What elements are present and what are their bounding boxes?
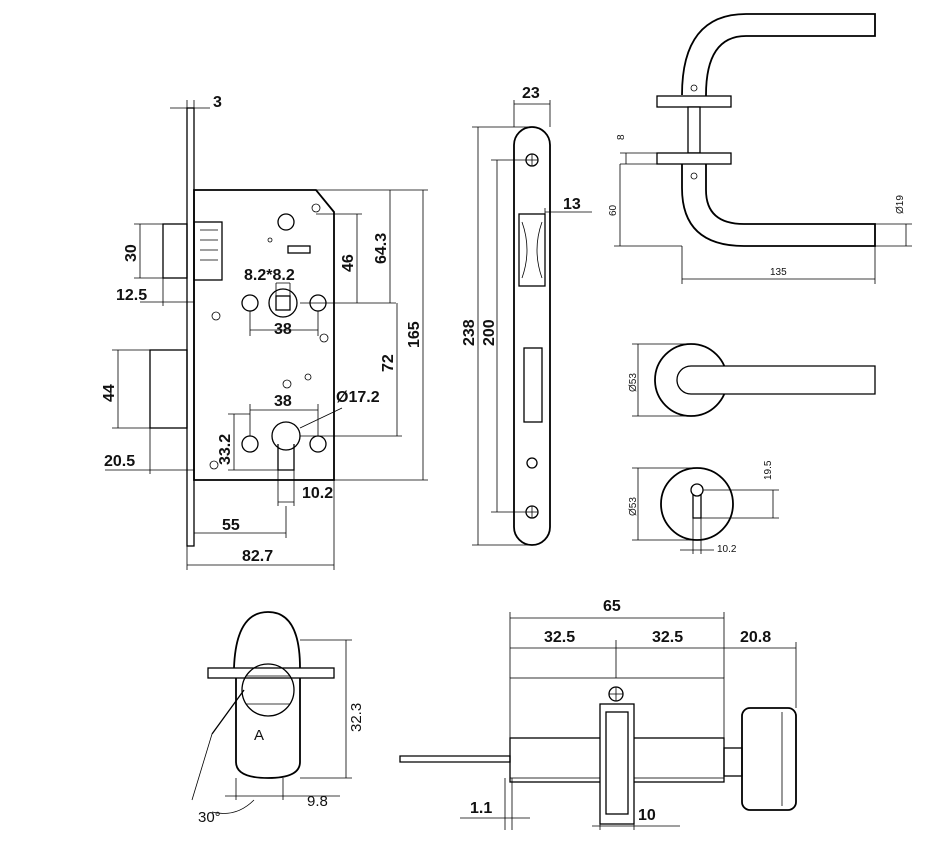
key-stem bbox=[399, 755, 511, 763]
escutcheon bbox=[660, 467, 734, 541]
cylinder-slot bbox=[277, 444, 295, 471]
cylinder-plug bbox=[241, 663, 295, 717]
thumbturn-shaft bbox=[723, 747, 743, 777]
dim-cam-offset: 9.8 bbox=[307, 793, 328, 810]
dim-backset: 55 bbox=[222, 517, 240, 534]
bolt-slot bbox=[523, 347, 543, 423]
dim-cam-width: 10 bbox=[638, 807, 656, 824]
handle-rose-front-view: Ø53 bbox=[628, 343, 876, 417]
dim-cylinder-fix-spacing: 38 bbox=[274, 393, 292, 410]
dim-deadbolt-height: 44 bbox=[101, 384, 118, 402]
lever-top bbox=[681, 13, 876, 96]
lock-body-view bbox=[149, 107, 335, 547]
dim-handle-drop: 60 bbox=[608, 204, 619, 216]
pin-2 bbox=[267, 237, 273, 243]
cylinder-hole bbox=[271, 421, 301, 451]
rose-bottom bbox=[656, 152, 732, 165]
top-fix-hole bbox=[277, 213, 295, 231]
lever-front bbox=[676, 365, 876, 395]
dim-cylinder-hole-height: 33.2 bbox=[217, 434, 234, 465]
lock-case bbox=[193, 189, 335, 481]
dim-keyhole-width: 10.2 bbox=[717, 544, 737, 555]
dim-strike-width: 23 bbox=[522, 85, 540, 102]
dim-cylinder-width: 10.2 bbox=[302, 485, 333, 502]
latch-spring bbox=[200, 229, 218, 261]
screw-1 bbox=[211, 311, 221, 321]
lock-body-dimensions: 3 30 12.5 44 20.5 8.2*8.2 38 46 64.3 165… bbox=[101, 94, 428, 570]
dim-hole-diameter: Ø17.2 bbox=[336, 389, 380, 406]
strike-plate bbox=[513, 126, 551, 546]
dim-thumbturn-length: 20.8 bbox=[740, 629, 771, 646]
dim-half-left: 32.5 bbox=[544, 629, 575, 646]
dim-body-height: 165 bbox=[406, 321, 423, 348]
dim-flange: 1.1 bbox=[470, 800, 492, 817]
slot-detail bbox=[287, 245, 311, 254]
cam-inner bbox=[605, 711, 629, 815]
cam bbox=[599, 703, 635, 825]
dim-escutcheon-diameter: Ø53 bbox=[628, 497, 639, 516]
faceplate bbox=[186, 107, 195, 547]
cylinder-profile-view: A bbox=[207, 611, 335, 779]
cam-bar bbox=[207, 667, 335, 679]
dead-bolt bbox=[149, 349, 188, 429]
cylinder-side-dimensions: 65 32.5 32.5 20.8 1.1 10 bbox=[460, 598, 797, 830]
dim-faceplate-thickness: 3 bbox=[213, 94, 222, 111]
screw-bottom bbox=[690, 172, 698, 180]
strike-pin bbox=[526, 457, 538, 469]
keyhole-slot bbox=[692, 494, 702, 519]
latch-housing bbox=[193, 221, 223, 281]
cylinder-profile-dimensions: 32.3 9.8 30° bbox=[191, 639, 365, 826]
screw-4 bbox=[311, 203, 321, 213]
dim-centre-distance: 72 bbox=[380, 354, 397, 372]
screw-2 bbox=[319, 333, 329, 343]
dim-rose-thickness: 8 bbox=[616, 134, 627, 140]
follower-fix-hole-left bbox=[241, 294, 259, 312]
dim-strike-fix-spacing: 200 bbox=[481, 319, 498, 346]
dim-follower-to-top: 64.3 bbox=[373, 233, 390, 264]
cylinder-profile bbox=[233, 611, 301, 779]
dim-deadbolt-projection: 20.5 bbox=[104, 453, 135, 470]
dim-half-right: 32.5 bbox=[652, 629, 683, 646]
dim-profile-height: 32.3 bbox=[348, 703, 365, 732]
dim-spindle: 8.2*8.2 bbox=[244, 267, 295, 284]
dim-spindle-to-top: 46 bbox=[340, 254, 357, 272]
dim-keyhole-offset: 19.5 bbox=[763, 460, 774, 480]
dim-cam-angle: 30° bbox=[198, 809, 221, 826]
screw-3 bbox=[282, 379, 292, 389]
brand-mark: A bbox=[254, 727, 264, 744]
rose-top bbox=[656, 95, 732, 108]
thumbturn bbox=[741, 707, 797, 811]
pin-1 bbox=[304, 373, 312, 381]
cylinder-fix-hole-left bbox=[241, 435, 259, 453]
follower-square bbox=[275, 295, 291, 311]
dim-latch-height: 30 bbox=[123, 244, 140, 262]
handle-side-dimensions: 8 60 Ø19 135 bbox=[608, 134, 912, 284]
dim-latch-projection: 12.5 bbox=[116, 287, 147, 304]
dim-slot-width: 13 bbox=[563, 196, 581, 213]
dim-rose-diameter: Ø53 bbox=[628, 373, 639, 392]
handle-side-view bbox=[656, 13, 876, 247]
screw-5 bbox=[209, 460, 219, 470]
strike-plate-view bbox=[513, 126, 551, 546]
dim-body-depth: 82.7 bbox=[242, 548, 273, 565]
strike-plate-dimensions: 23 13 238 200 bbox=[461, 85, 592, 546]
dim-follower-fix-spacing: 38 bbox=[274, 321, 292, 338]
latch-bolt bbox=[162, 223, 188, 279]
spindle-shaft bbox=[687, 106, 701, 154]
dim-handle-length: 135 bbox=[770, 267, 787, 278]
escutcheon-view: Ø53 19.5 10.2 bbox=[628, 460, 779, 555]
cam-tail bbox=[211, 689, 245, 735]
dim-grip-diameter: Ø19 bbox=[895, 195, 906, 214]
dim-total-length: 65 bbox=[603, 598, 621, 615]
latch-slot bbox=[518, 213, 546, 287]
cylinder-fix-hole-right bbox=[309, 435, 327, 453]
cylinder-side-view bbox=[399, 677, 797, 825]
screw-top bbox=[690, 84, 698, 92]
follower-outer bbox=[268, 288, 298, 318]
dim-strike-height: 238 bbox=[461, 319, 478, 346]
lever-bottom bbox=[681, 164, 876, 247]
